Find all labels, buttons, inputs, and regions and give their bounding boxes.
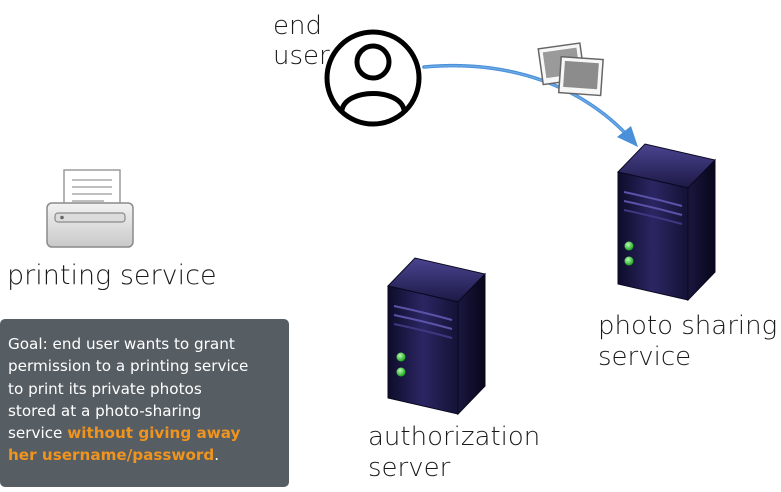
photo-sharing-service-label: photo sharing service — [598, 311, 777, 372]
photo-server-icon — [617, 143, 716, 302]
user-icon — [324, 29, 422, 127]
goal-line-6-highlight: her username/password — [8, 446, 215, 465]
photo-sharing-label-line2: service — [598, 341, 692, 372]
goal-line-2: permission to a printing service — [8, 357, 249, 376]
end-user-label: end user — [273, 11, 333, 72]
arrow-user-to-photo-service — [422, 63, 638, 147]
end-user-label-line1: end — [273, 11, 322, 41]
goal-line-6-plain: . — [214, 446, 220, 465]
printing-service-label: printing service — [7, 260, 217, 291]
goal-line-6: her username/password. — [8, 444, 279, 466]
goal-line-1: Goal: end user wants to grant — [8, 335, 235, 353]
goal-line-5-plain: service — [8, 424, 68, 443]
end-user-label-line2: user — [273, 40, 330, 71]
goal-callout-box: Goal: end user wants to grant permission… — [0, 319, 289, 487]
goal-line-4: stored at a photo-sharing — [8, 401, 202, 420]
photo-sharing-label-line1: photo sharing — [598, 311, 778, 341]
arrowhead-icon — [617, 126, 638, 147]
auth-server-icon — [387, 257, 486, 416]
photos-icon — [537, 42, 604, 97]
goal-line-5: service without giving away — [8, 422, 279, 444]
authorization-server-label: authorization server — [368, 422, 540, 483]
goal-line-5-highlight: without giving away — [67, 424, 241, 443]
goal-line-3: to print its private photos — [8, 379, 202, 398]
authorization-label-line1: authorization — [368, 422, 541, 452]
authorization-label-line2: server — [368, 452, 451, 483]
printer-icon — [46, 169, 134, 248]
